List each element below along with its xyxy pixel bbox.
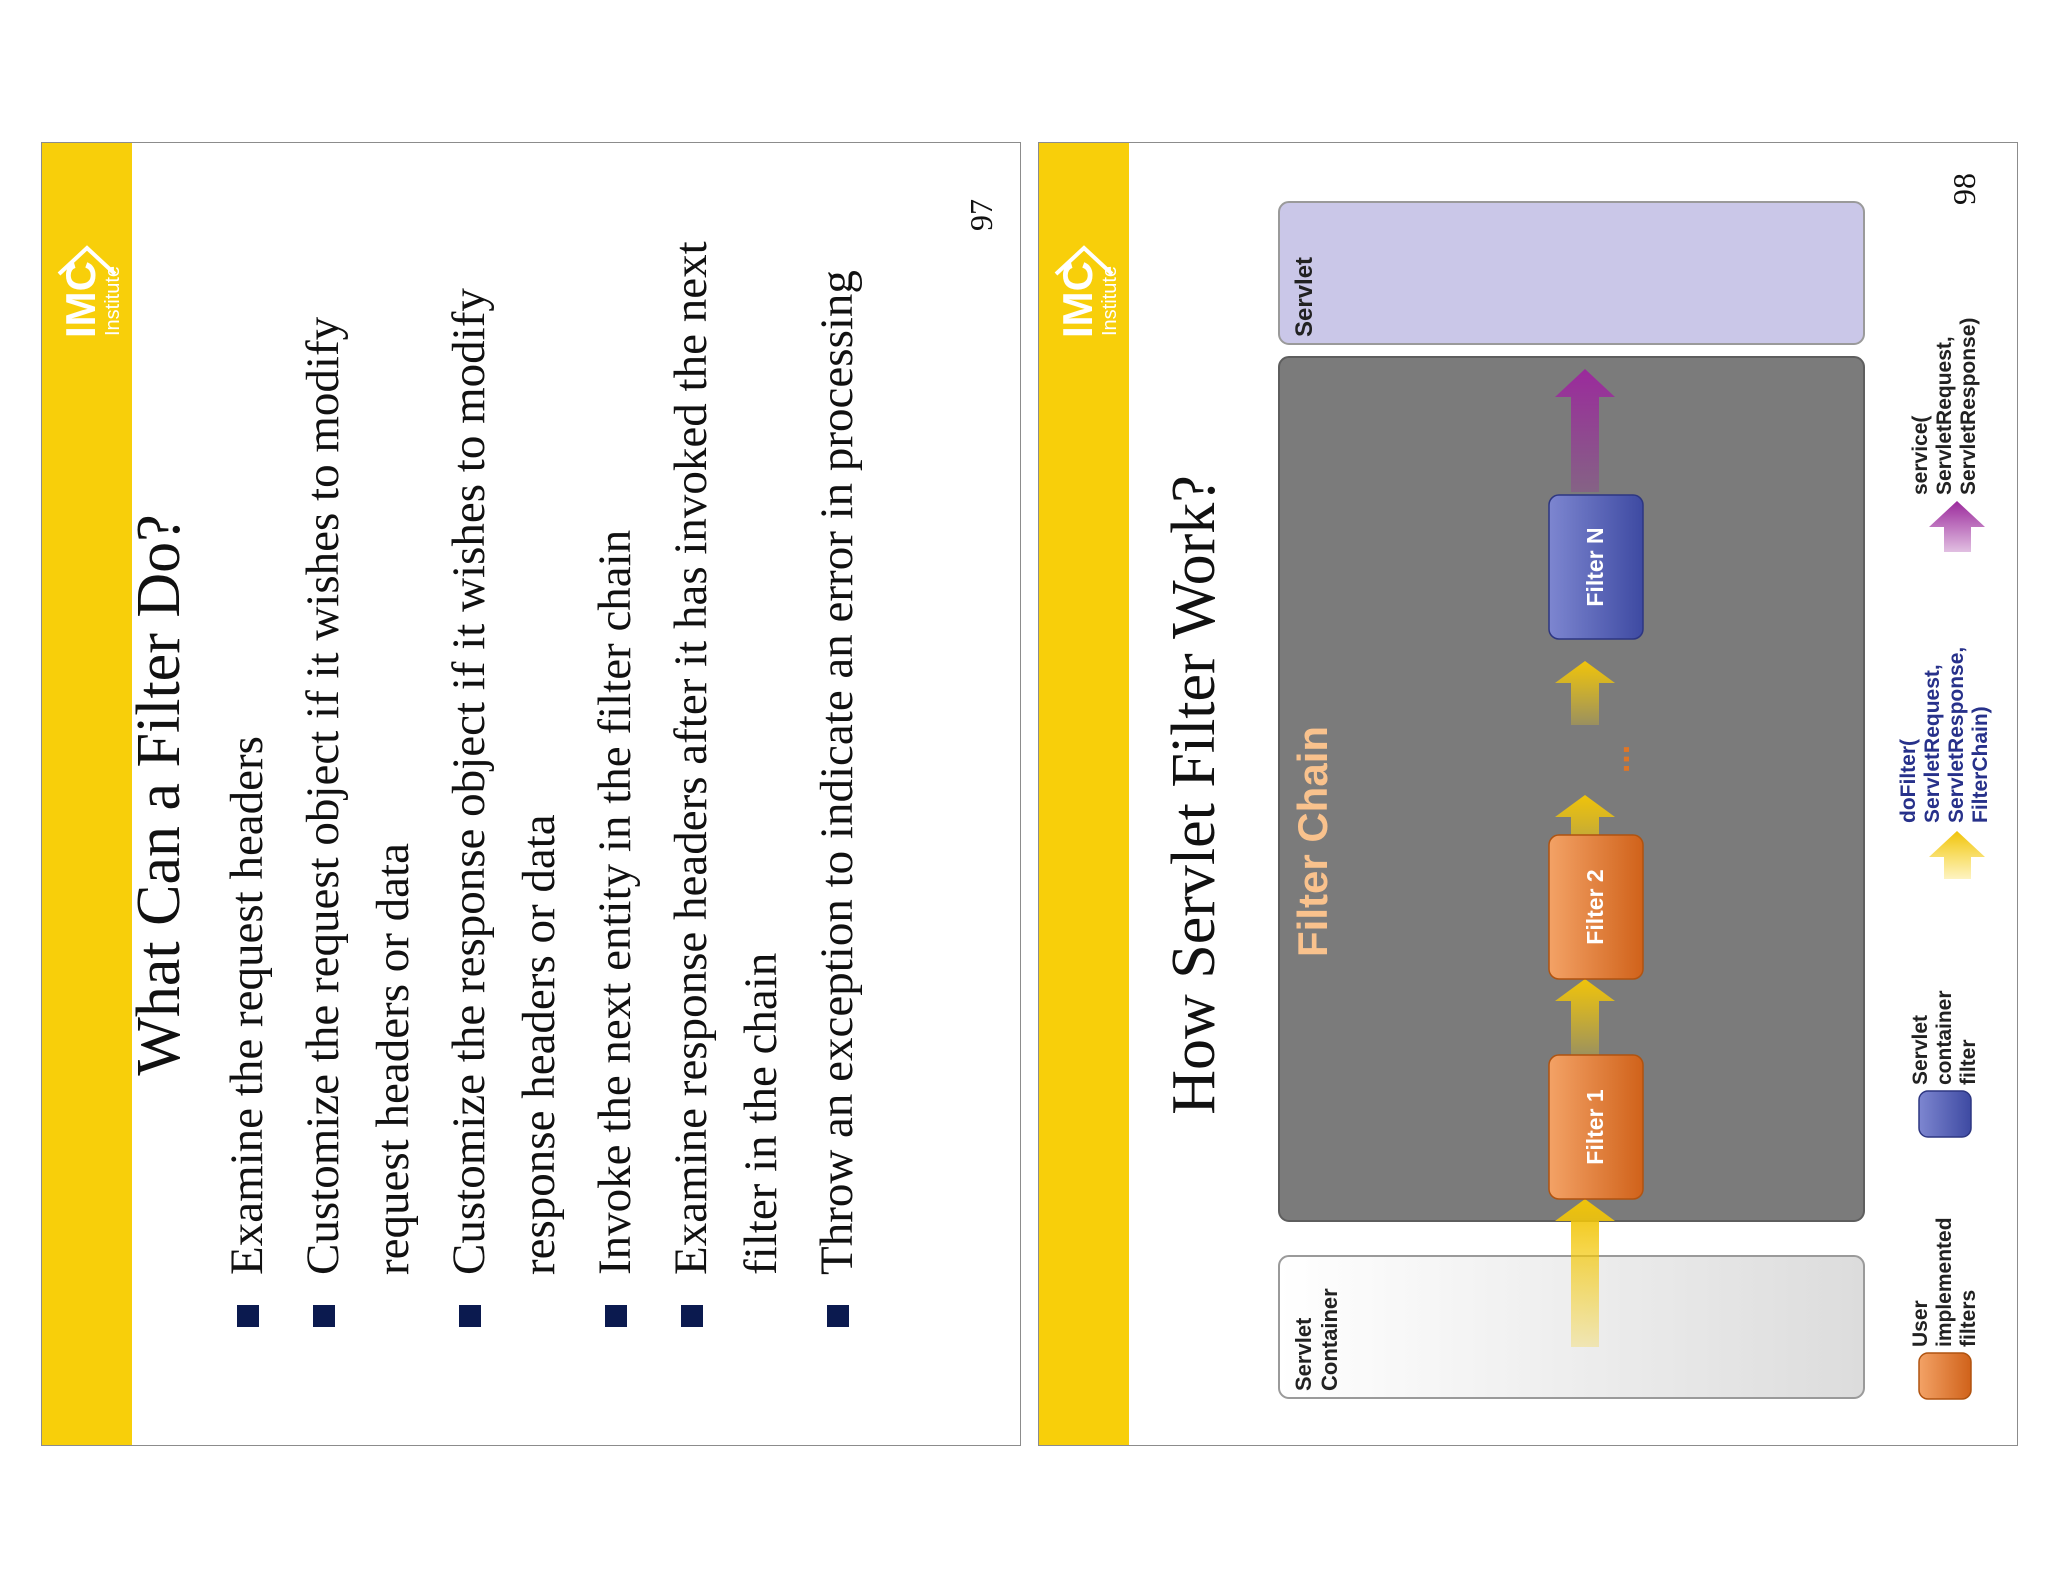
filter-1-label: Filter 1 xyxy=(1582,1089,1608,1165)
legend-container-filter-text: Servlet container filter xyxy=(1909,990,1980,1085)
logo-subtext: Institute xyxy=(102,266,124,336)
filter-chain-diagram: Servlet Container Filter Chain Servlet F… xyxy=(1039,143,2017,1445)
filter-1-box xyxy=(1548,1054,1644,1200)
slide-98-content: IMC Institute How Servlet Filter Work? xyxy=(1039,143,2017,1445)
legend-user-filter-swatch xyxy=(1918,1352,1972,1400)
bullet-square-icon xyxy=(681,1305,703,1327)
servlet-label: Servlet xyxy=(1291,256,1318,337)
bullet-text: Examine response headers after it has in… xyxy=(665,241,787,1275)
ellipsis-label: ... xyxy=(1599,744,1637,774)
bullet-square-icon xyxy=(459,1305,481,1327)
service-arrow xyxy=(1555,369,1615,492)
slide-title: What Can a Filter Do? xyxy=(125,514,193,1076)
legend-service-text: service( ServletRequest, ServletResponse… xyxy=(1909,317,1980,495)
legend-container-filter-swatch xyxy=(1918,1090,1972,1138)
slide-97-content: IMC Institute What Can a Filter Do? Exam… xyxy=(42,143,1020,1445)
logo-subtext: Institute xyxy=(1099,266,1121,336)
servlet-panel xyxy=(1278,201,1865,345)
bullet-text: Examine the request headers xyxy=(221,736,273,1275)
servlet-container-label: Servlet Container xyxy=(1291,1288,1342,1391)
bullet-text: Customize the response object if it wish… xyxy=(443,288,565,1275)
bullet-list: Examine the request headers Customize th… xyxy=(212,197,878,1327)
bullet-item: Invoke the next entity in the filter cha… xyxy=(580,197,650,1327)
bullet-square-icon xyxy=(827,1305,849,1327)
logo-text: IMC xyxy=(57,261,104,338)
legend-user-filters-text: User implemented filters xyxy=(1909,1217,1980,1347)
bullet-square-icon xyxy=(605,1305,627,1327)
bullet-item: Customize the request object if it wishe… xyxy=(288,197,428,1327)
filter-2-label: Filter 2 xyxy=(1582,869,1608,945)
page-number: 97 xyxy=(963,199,999,231)
slide-97: IMC Institute What Can a Filter Do? Exam… xyxy=(41,142,1021,1446)
page-number: 98 xyxy=(1946,173,1982,205)
slide-98: IMC Institute How Servlet Filter Work? xyxy=(1038,142,2018,1446)
legend-dofilter-text: doFilter( ServletRequest, ServletRespons… xyxy=(1897,646,1992,823)
imc-institute-logo: IMC Institute xyxy=(1042,234,1126,344)
filter-n-box xyxy=(1548,494,1644,640)
bullet-item: Throw an exception to indicate an error … xyxy=(802,197,872,1327)
bullet-text: Throw an exception to indicate an error … xyxy=(811,270,863,1275)
filter-2-box xyxy=(1548,834,1644,980)
legend-service-arrow-icon xyxy=(1929,501,1985,552)
bullet-item: Customize the response object if it wish… xyxy=(434,197,574,1327)
legend-dofilter-arrow-icon xyxy=(1929,831,1985,879)
filter-n-label: Filter N xyxy=(1582,527,1608,607)
bullet-item: Examine response headers after it has in… xyxy=(656,197,796,1327)
bullet-text: Customize the request object if it wishe… xyxy=(297,316,419,1275)
imc-institute-logo: IMC Institute xyxy=(45,234,129,344)
bullet-text: Invoke the next entity in the filter cha… xyxy=(589,529,641,1275)
logo-text: IMC xyxy=(1054,261,1101,338)
filter-chain-label: Filter Chain xyxy=(1289,725,1336,957)
bullet-square-icon xyxy=(313,1305,335,1327)
bullet-item: Examine the request headers xyxy=(212,197,282,1327)
bullet-square-icon xyxy=(237,1305,259,1327)
